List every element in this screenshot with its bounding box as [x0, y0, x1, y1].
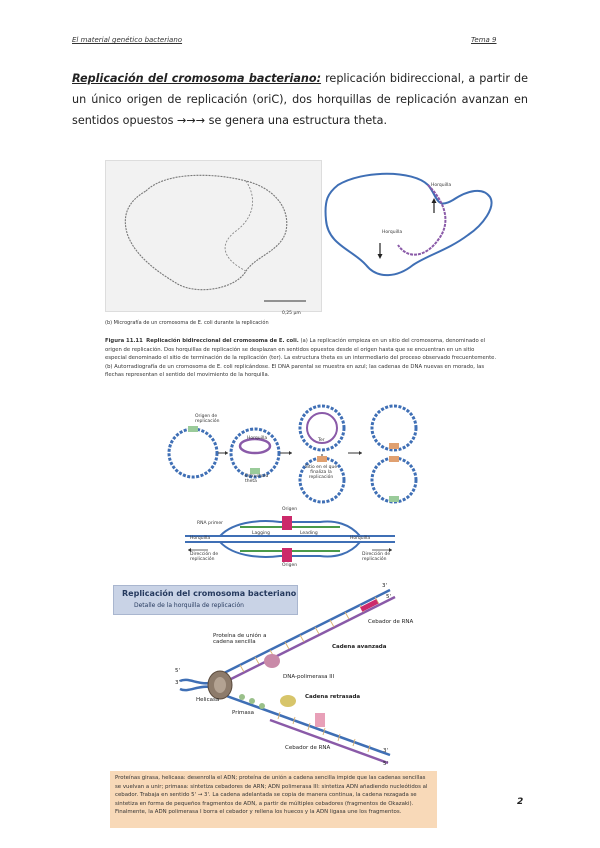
- ssb-label: Proteína de unión a cadena sencilla: [213, 633, 268, 645]
- origin-bottom-label: Origen: [282, 563, 297, 568]
- header-left: El material genético bacteriano: [72, 36, 182, 44]
- end-3-left: 3': [175, 680, 180, 686]
- figure-caption-body: (a) La replicación empieza en un sitio d…: [105, 338, 496, 378]
- header-right: Tema 9: [471, 36, 497, 44]
- primer-rna-bottom-label: Cebador de RNA: [285, 745, 330, 751]
- end-3-top: 3': [382, 583, 387, 589]
- theta-origin-label: Origen de replicación: [195, 414, 227, 424]
- lagging-label: Lagging: [252, 531, 270, 536]
- origin-top-label: Origen: [282, 507, 297, 512]
- primase-label: Primasa: [232, 710, 254, 716]
- direction-right-label: Dirección de replicación: [362, 552, 392, 562]
- fork-label-top: Horquilla: [431, 183, 451, 188]
- fork-label-bottom: Horquilla: [382, 230, 402, 235]
- leading-label: Leading: [300, 531, 318, 536]
- figure-number: Figura 11.11: [105, 338, 143, 344]
- fork-right-label: Horquilla: [350, 536, 370, 541]
- micrograph-strands: [106, 161, 321, 311]
- direction-left-label: Dirección de replicación: [190, 552, 220, 562]
- summary-box: Proteínas girasa, helicasa: desenrolla e…: [110, 771, 437, 828]
- lagging-strand-label: Cadena retrasada: [305, 694, 360, 700]
- fork-left-label: Horquilla: [190, 536, 210, 541]
- dna-pol-iii-label: DNA-polimerasa III: [283, 674, 334, 680]
- page-number: 2: [517, 797, 523, 807]
- end-5-left: 5': [175, 668, 180, 674]
- figure-title: Replicación bidireccional del cromosoma …: [146, 338, 299, 344]
- intro-paragraph: Replicación del cromosoma bacteriano: re…: [72, 68, 528, 131]
- primer-rna-top-label: Cebador de RNA: [368, 619, 413, 625]
- end-5-top: 5': [386, 594, 391, 600]
- helicase-label: Helicasa: [196, 697, 219, 703]
- rna-primer-label: RNA primer: [197, 521, 223, 526]
- figure-caption: Figura 11.11 Replicación bidireccional d…: [105, 337, 497, 380]
- theta-loop-diagram: [318, 165, 508, 295]
- intro-lead: Replicación del cromosoma bacteriano:: [72, 72, 321, 85]
- theta-fork-label: Horquilla: [247, 436, 267, 441]
- scale-label: 0,25 μm: [282, 311, 301, 316]
- end-5-bottom: 5': [383, 761, 388, 767]
- end-3-bottom: 3': [383, 748, 388, 754]
- theta-structure-label: Estructura theta: [245, 474, 275, 484]
- micrograph-image: [105, 160, 322, 312]
- termination-label: Sitio en el que finaliza la replicación: [300, 465, 342, 480]
- micrograph-caption: (b) Micrografía de un cromosoma de E. co…: [105, 320, 269, 326]
- leading-strand-label: Cadena avanzada: [332, 644, 386, 650]
- ter-label: Ter: [318, 438, 325, 443]
